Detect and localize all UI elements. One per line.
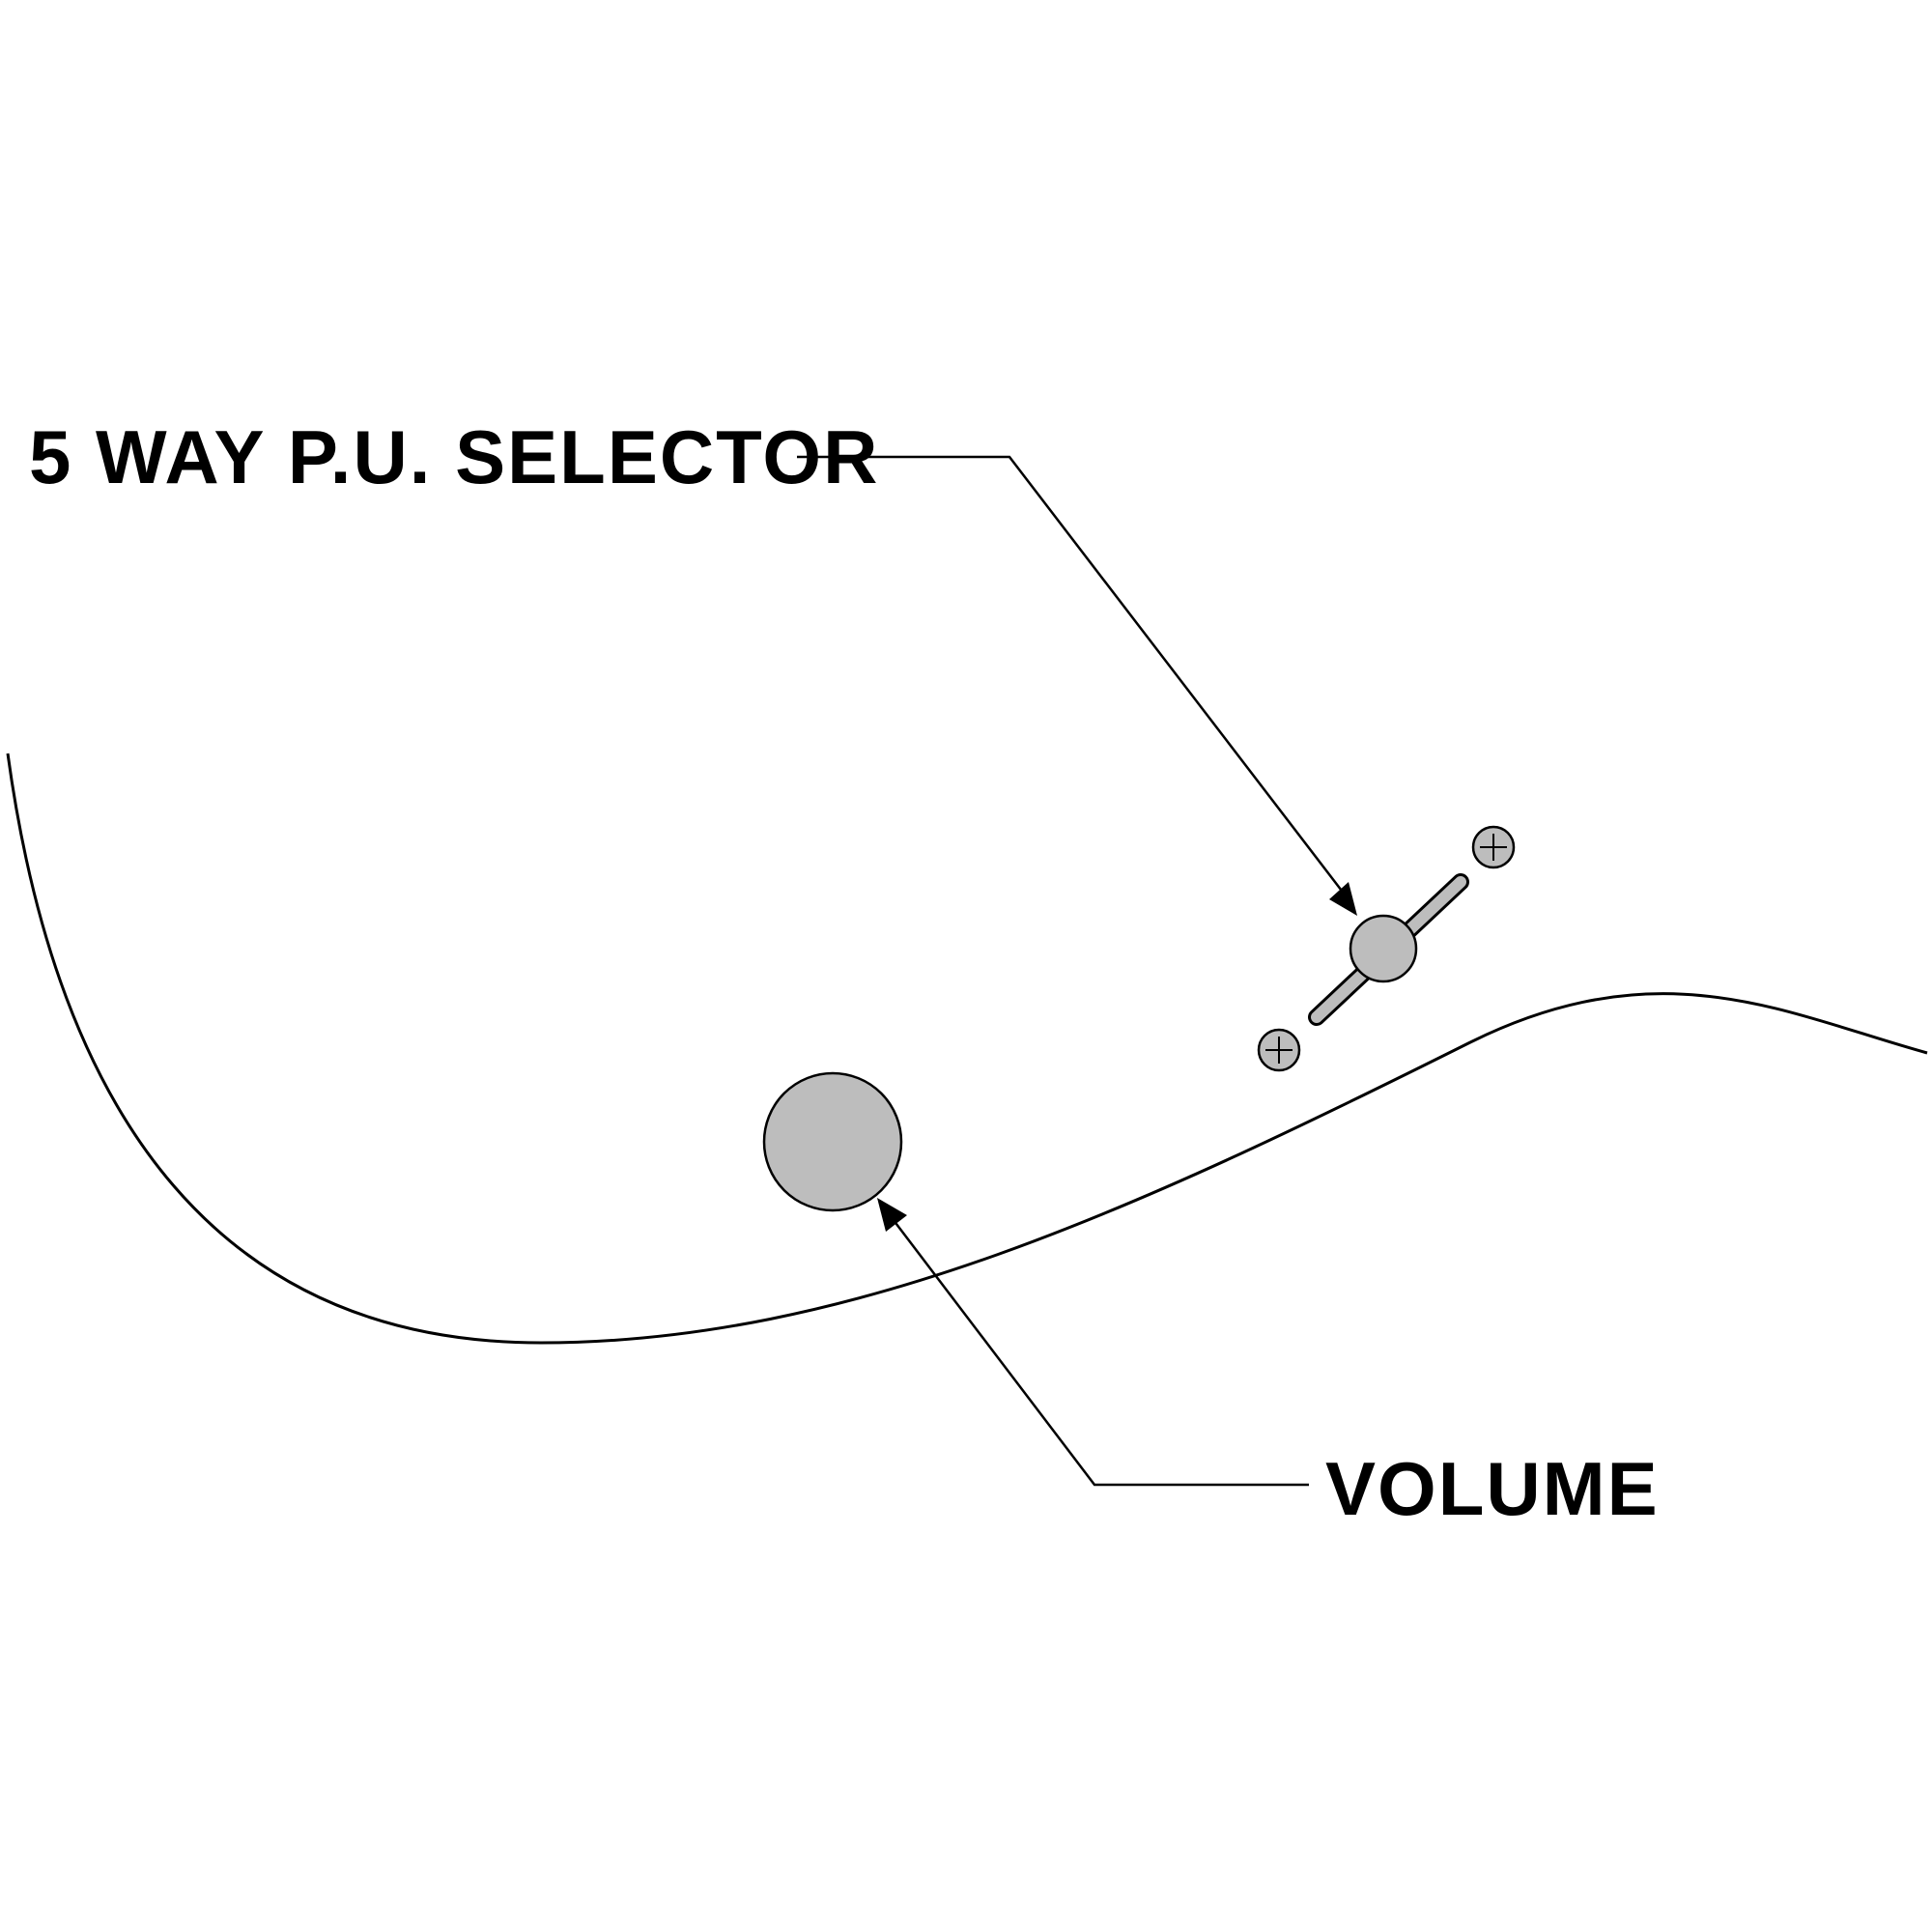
volume-callout-label: VOLUME (1325, 1446, 1660, 1531)
volume-arrowhead (877, 1198, 907, 1232)
selector-knob-icon[interactable] (1349, 914, 1418, 983)
lower-mounting-screw (1257, 1028, 1301, 1072)
upper-mounting-screw (1471, 825, 1516, 869)
selector-callout-label: 5 WAY P.U. SELECTOR (29, 414, 879, 499)
volume-leader-line (883, 1207, 1309, 1487)
volume-knob-icon[interactable] (762, 1071, 903, 1212)
guitar-body-outline (6, 753, 1928, 1345)
selector-arrowhead (1329, 882, 1357, 916)
selector-switch (1257, 825, 1516, 1072)
selector-leader-line (797, 455, 1349, 899)
